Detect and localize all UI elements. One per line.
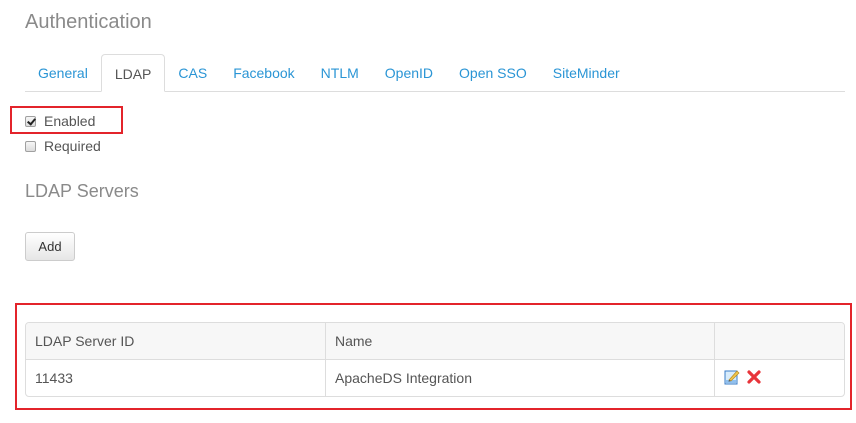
tab-ldap[interactable]: LDAP [100, 54, 166, 92]
servers-table: LDAP Server ID Name 11433 ApacheDS Integ… [25, 322, 845, 397]
column-header-actions [714, 323, 844, 360]
required-label: Required [44, 138, 101, 154]
server-name-cell: ApacheDS Integration [325, 359, 715, 396]
required-checkbox[interactable] [25, 140, 36, 152]
tab-cas[interactable]: CAS [178, 65, 208, 81]
enabled-checkbox[interactable] [25, 115, 36, 127]
column-header-name: Name [325, 323, 715, 360]
tab-open-sso[interactable]: Open SSO [459, 65, 527, 81]
tab-general[interactable]: General [38, 65, 88, 81]
enabled-label: Enabled [44, 113, 96, 129]
enabled-highlight-box [10, 106, 123, 134]
edit-icon[interactable] [724, 369, 740, 388]
tab-ntlm[interactable]: NTLM [320, 65, 359, 81]
table-header-row: LDAP Server ID Name [26, 323, 844, 360]
enabled-option[interactable]: Enabled [25, 113, 95, 129]
table-highlight-box [15, 303, 852, 410]
page-title: Authentication [25, 11, 152, 33]
delete-icon[interactable] [747, 369, 761, 387]
actions-cell [714, 359, 844, 396]
tab-openid[interactable]: OpenID [384, 65, 434, 81]
required-option[interactable]: Required [25, 138, 101, 154]
column-header-id: LDAP Server ID [26, 323, 326, 360]
tab-siteminder[interactable]: SiteMinder [552, 65, 620, 81]
tab-facebook[interactable]: Facebook [233, 65, 295, 81]
auth-tabs: General LDAP CAS Facebook NTLM OpenID Op… [25, 54, 845, 92]
add-button[interactable]: Add [25, 232, 75, 261]
section-title: LDAP Servers [25, 181, 139, 201]
server-id-cell: 11433 [35, 370, 73, 386]
table-row: 11433 ApacheDS Integration [26, 359, 844, 396]
